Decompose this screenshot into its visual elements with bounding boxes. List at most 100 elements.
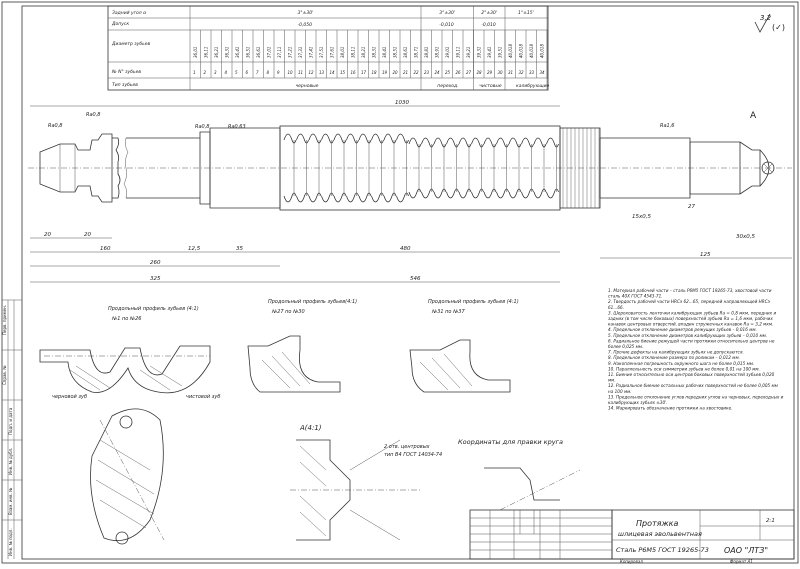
- number-cell: 18: [372, 70, 378, 75]
- note-line: на 100 мм.: [608, 389, 632, 394]
- number-cell: 28: [477, 70, 483, 75]
- diameter-cell: 38,61: [403, 47, 408, 58]
- angle-cell: 3°±30': [298, 10, 314, 16]
- note-line: сталь 40Х ГОСТ 4543-71.: [608, 294, 663, 299]
- left-margin-strip: Перв. примен. Справ. № Подп. и дата Инв.…: [2, 299, 22, 559]
- number-cell: 32: [519, 70, 525, 75]
- note-line: 2. Твердость рабочей части HRCэ 62...65,…: [608, 299, 771, 304]
- diameter-cell: 36,11: [204, 47, 209, 58]
- diameter-cell: 36,61: [256, 47, 261, 58]
- type-cell: калибрующие: [516, 83, 550, 89]
- profile-1: Продольный профиль зубьев (4:1) №1 по №2…: [39, 306, 220, 400]
- note-line: 14. Маркировать обозначение протяжки на …: [608, 406, 733, 411]
- stamp-title-1: Протяжка: [636, 519, 679, 528]
- row-label-type: Тип зубьев: [112, 82, 138, 88]
- diameter-cell: 37,11: [277, 47, 282, 58]
- tooth-icon: [396, 133, 409, 203]
- diameter-cell: 37,41: [309, 47, 314, 58]
- tooth-icon: [433, 137, 447, 199]
- number-cell: 24: [435, 70, 441, 75]
- angle-cell: 3°±30': [439, 10, 455, 16]
- number-cell: 1: [193, 70, 196, 75]
- row-label-number: № N° зубьев: [111, 69, 141, 75]
- ra-mark: Ra0,8: [86, 112, 101, 118]
- dim-right-1: 15х0,5: [632, 214, 652, 220]
- tolerance-cell: -0,010: [439, 22, 454, 28]
- view-letter: A: [750, 111, 757, 121]
- tooth-icon: [471, 137, 484, 199]
- tooth-icon: [408, 137, 422, 199]
- diameter-cell: 38,91: [435, 47, 440, 58]
- dim-mid-4: 546: [410, 276, 421, 282]
- number-cell: 23: [424, 70, 430, 75]
- tooth-icon: [358, 133, 372, 203]
- number-cell: 15: [340, 70, 346, 75]
- view-a-label: А(4:1): [299, 424, 322, 432]
- rear-guide: [599, 137, 691, 199]
- dim-right-4: 125: [700, 252, 711, 258]
- number-cell: 5: [235, 70, 238, 75]
- type-cell: чистовые: [479, 84, 502, 89]
- margin-label: Подп. и дата: [8, 407, 13, 435]
- diameter-cell: 38,81: [424, 47, 429, 58]
- tooth-icon: [521, 137, 534, 199]
- diameter-cell: 40,018: [529, 44, 534, 58]
- number-cell: 30: [498, 70, 504, 75]
- number-cell: 2: [204, 70, 207, 75]
- margin-label: Перв. примен.: [2, 305, 7, 335]
- diameter-cell: 36,01: [193, 47, 198, 58]
- note-line: более 0,025 мм.: [608, 344, 643, 349]
- number-cell: 17: [361, 70, 367, 75]
- number-cell: 16: [351, 70, 357, 75]
- note-line: 5. Предельное отклонение диаметров калиб…: [608, 333, 767, 338]
- tolerance-cell: -0,050: [298, 22, 313, 28]
- number-cell: 4: [225, 70, 228, 75]
- cross-section: [90, 408, 165, 545]
- tooth-icon: [533, 137, 547, 199]
- profile-2: Продольный профиль зубьев(4:1) №27 по №3…: [247, 299, 357, 393]
- diameter-cell: 38,21: [361, 47, 366, 58]
- note-line: 6. Радиальное биение режущей части протя…: [608, 338, 775, 343]
- diameter-cell: 39,11: [456, 47, 461, 58]
- main-dimensions: 1030 Ra0,8 Ra0,8 Ra0,8 Ra0,63 Ra1,6 A 20…: [30, 100, 792, 283]
- note-line: 13. Предельное отклонение углов передних…: [608, 394, 784, 399]
- roughness-check-icon: (✓): [772, 23, 785, 32]
- center-hole-icon: [761, 161, 775, 175]
- tooth-icon: [333, 133, 347, 203]
- coord-note: Координаты для правки круга: [458, 438, 563, 446]
- tooth-icon: [496, 137, 509, 199]
- profile-subtitle: №31 по №37: [431, 309, 465, 315]
- tooth-icon: [321, 133, 334, 203]
- dim-right-2: 27: [688, 204, 695, 210]
- tolerance-cell: -0,010: [481, 22, 496, 28]
- tooth-icon: [296, 133, 309, 203]
- number-cell: 6: [246, 70, 249, 75]
- number-cell: 8: [267, 70, 270, 75]
- spline-hatching: [562, 128, 600, 208]
- dim-left-5: 325: [150, 276, 161, 282]
- number-cell: 20: [393, 70, 399, 75]
- diameter-cell: 37,01: [267, 47, 272, 58]
- dim-left-3: 160: [100, 246, 111, 252]
- profile-3: Продольный профиль зубьев (4:1) №31 по №…: [409, 299, 519, 393]
- tooth-icon: [421, 137, 434, 199]
- profile-title: Продольный профиль зубьев (4:1): [428, 299, 519, 305]
- stamp-title-2: шлицевая эвольвентная: [618, 530, 702, 538]
- stamp-org: ОАО "ЛТЗ": [724, 546, 768, 555]
- diameter-cell: 39,01: [445, 47, 450, 58]
- number-cell: 34: [540, 70, 546, 75]
- ra-mark: Ra0,8: [48, 123, 63, 129]
- diameter-cell: 36,31: [225, 47, 230, 58]
- tooth-icon: [508, 137, 522, 199]
- number-cell: 31: [508, 70, 513, 75]
- stamp-format: Формат А1: [730, 559, 753, 564]
- tooth-icon: [308, 133, 322, 203]
- margin-label: Взам. инв. №: [8, 488, 13, 515]
- diameter-cell: 37,51: [319, 47, 324, 58]
- dim-overall: 1030: [395, 100, 409, 106]
- tooth-icon: [383, 133, 397, 203]
- diameter-cell: 36,51: [246, 47, 251, 58]
- diameter-cell: 38,01: [340, 47, 345, 58]
- view-a-std: тип В4 ГОСТ 14034-74: [384, 452, 442, 458]
